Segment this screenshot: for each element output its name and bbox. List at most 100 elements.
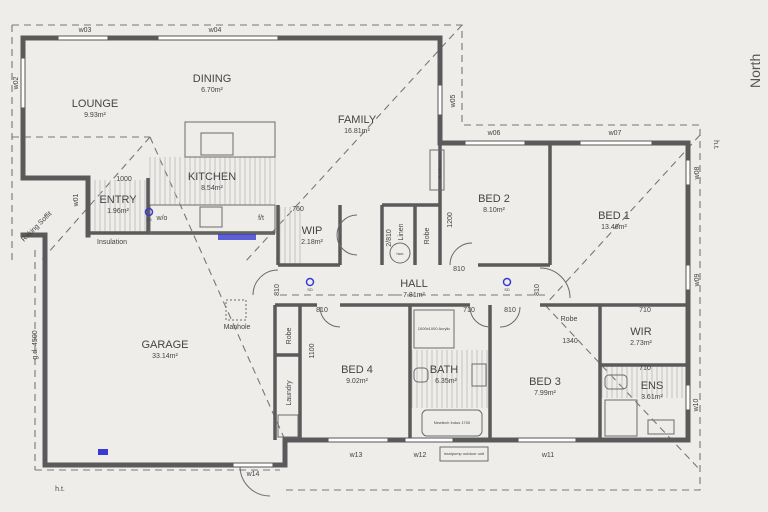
shower-label: 1000x1000 Acrylic xyxy=(418,326,450,331)
room-name: BED 3 xyxy=(529,376,561,388)
bench xyxy=(149,204,276,234)
room-name: HALL xyxy=(400,278,428,290)
heatpump-label: heatpump xyxy=(438,161,443,180)
ht-label: h.t. xyxy=(55,486,65,493)
dimension-label: 1000 xyxy=(116,176,132,183)
heatpump-outdoor-unit xyxy=(439,446,489,462)
insulation-label: Insulation xyxy=(97,239,127,246)
room-name: DINING xyxy=(193,73,232,85)
room-area: 1.96m² xyxy=(107,208,129,215)
room-name: ENS xyxy=(641,380,664,392)
room-name: BATH xyxy=(430,364,459,376)
dimension-label: 810 xyxy=(534,284,541,296)
sd-label: SD xyxy=(146,217,152,222)
room-area: 33.14m² xyxy=(152,353,178,360)
dimension-label: 1100 xyxy=(309,343,316,358)
bathtub-icon xyxy=(421,409,483,437)
smoke-detector-icon xyxy=(305,277,315,287)
window-label: w05 xyxy=(450,94,457,108)
hwc-label: hwc xyxy=(396,251,403,256)
ens-toilet-icon xyxy=(604,374,628,390)
room-area: 6.70m² xyxy=(201,87,223,94)
fixtures xyxy=(98,121,675,462)
dimension-label: 710 xyxy=(639,365,651,372)
smoke-detector-icon xyxy=(502,277,512,287)
sink-icon xyxy=(200,132,234,156)
room-name: WIP xyxy=(302,225,323,237)
heatpump-unit xyxy=(429,149,445,191)
smoke-detectors: SD SD SD xyxy=(144,207,512,292)
manhole-label: Manhole xyxy=(224,324,251,331)
room-name: BED 4 xyxy=(341,364,373,376)
robe-label: Robe xyxy=(561,316,578,323)
dimension-label: 810 xyxy=(453,266,465,273)
hwc-icon xyxy=(389,242,411,264)
window-label: w04 xyxy=(208,27,222,34)
linen-label: Linen xyxy=(398,223,405,240)
window-labels: w01 w02 w03 w04 w05 w06 w07 w08 w09 w10 … xyxy=(13,27,701,478)
garage-door-label: g.d. 4500 xyxy=(32,330,39,359)
room-area: 3.61m² xyxy=(641,394,663,401)
room-area: 7.99m² xyxy=(534,390,556,397)
bathtub-label: Newtech Indus 1700 xyxy=(434,420,471,425)
window-label: w06 xyxy=(487,130,501,137)
window-label: w13 xyxy=(349,452,363,459)
room-name: ENTRY xyxy=(99,194,137,206)
wo-label: w/o xyxy=(156,215,168,222)
window-label: w11 xyxy=(541,452,554,459)
garage-marker xyxy=(98,449,108,455)
room-area: 6.35m² xyxy=(435,378,457,385)
dimension-label: 2/810 xyxy=(386,229,393,247)
room-name: LOUNGE xyxy=(72,98,118,110)
sd-label: SD xyxy=(504,287,510,292)
room-area: 8.54m² xyxy=(201,185,223,192)
room-area: 9.93m² xyxy=(84,112,106,119)
cooktop-icon xyxy=(199,206,223,228)
window-label: w03 xyxy=(78,27,92,34)
room-name: GARAGE xyxy=(141,339,188,351)
dimension-label: 710 xyxy=(639,307,651,314)
window-label: w10 xyxy=(693,398,700,412)
exterior-walls xyxy=(20,35,691,468)
dimension-label: 1340 xyxy=(562,338,578,345)
window-label: w09 xyxy=(694,273,701,287)
floor-hatch xyxy=(89,157,683,408)
window-label: w01 xyxy=(73,193,80,207)
room-area: 2.73m² xyxy=(630,340,652,347)
dimension-label: 810 xyxy=(316,307,328,314)
ft-label: f/t xyxy=(258,215,264,222)
window-label: w14 xyxy=(246,471,260,478)
window-label: w12 xyxy=(413,452,427,459)
window-label: w07 xyxy=(608,130,622,137)
switchboard xyxy=(218,234,256,240)
smoke-detector-icon xyxy=(144,207,154,217)
dimension-label: 760 xyxy=(292,206,304,213)
dimension-label: 1200 xyxy=(447,212,454,228)
heatpump-outdoor-label: heatpump outdoor unit xyxy=(444,451,485,456)
room-area: 7.81m² xyxy=(403,292,425,299)
doors xyxy=(239,214,571,497)
room-labels: LOUNGE 9.93m² DINING 6.70m² FAMILY 16.81… xyxy=(72,73,664,401)
roof-outline xyxy=(11,24,701,491)
windows xyxy=(20,35,691,468)
shower-icon xyxy=(413,309,455,349)
ens-basin-icon xyxy=(647,419,675,435)
room-area: 8.10m² xyxy=(483,207,505,214)
window-label: w08 xyxy=(694,166,701,180)
dimension-labels: 1000 760 2/810 1200 810 810 810 810 710 … xyxy=(116,176,651,372)
dimension-label: 710 xyxy=(463,307,475,314)
laundry-tub-icon xyxy=(277,414,299,438)
window-label: w02 xyxy=(13,76,20,90)
dimension-label: 810 xyxy=(504,307,516,314)
room-area: 13.46m² xyxy=(601,224,627,231)
room-name: FAMILY xyxy=(338,114,377,126)
room-name: BED 1 xyxy=(598,210,630,222)
room-name: BED 2 xyxy=(478,193,510,205)
ens-shower-icon xyxy=(604,399,638,437)
sd-label: SD xyxy=(307,287,313,292)
kitchen-island xyxy=(184,121,276,158)
laundry-label: Laundry xyxy=(286,380,293,406)
room-area: 16.81m² xyxy=(344,128,370,135)
room-area: 2.18m² xyxy=(301,239,323,246)
